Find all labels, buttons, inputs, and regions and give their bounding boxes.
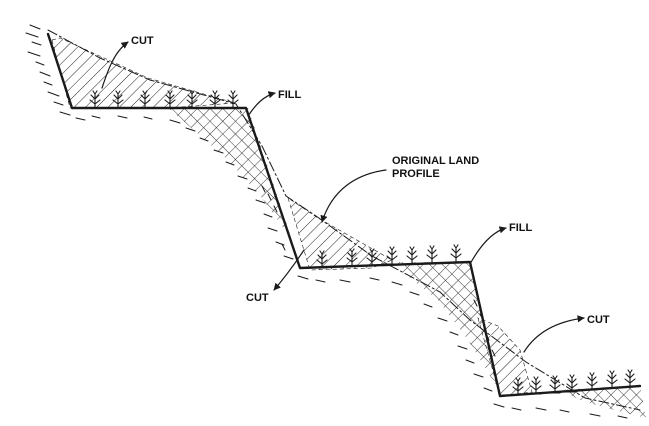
plant-icon bbox=[89, 90, 101, 109]
fill-region-middle bbox=[392, 262, 500, 392]
plant-icon bbox=[586, 372, 598, 391]
plant-icon bbox=[112, 90, 124, 109]
label-cut-middle: CUT bbox=[246, 292, 269, 304]
label-cut-bottom: CUT bbox=[587, 314, 610, 326]
plant-icon bbox=[450, 244, 462, 263]
plant-icon bbox=[530, 376, 542, 395]
plant-row bbox=[89, 90, 636, 396]
plant-icon bbox=[386, 246, 398, 265]
arrow-icon bbox=[101, 41, 129, 89]
plant-icon bbox=[227, 90, 239, 109]
arrow-icon bbox=[247, 91, 276, 117]
original-land-profile-line bbox=[47, 29, 641, 411]
plant-icon bbox=[164, 90, 176, 109]
plant-icon bbox=[624, 369, 636, 388]
label-original-land-profile-line2: PROFILE bbox=[392, 168, 440, 180]
arrow-icon bbox=[273, 249, 305, 291]
label-original-land-profile-line1: ORIGINAL LAND bbox=[392, 155, 479, 167]
arrow-icon bbox=[320, 169, 387, 223]
plant-icon bbox=[566, 374, 578, 393]
label-fill-middle: FILL bbox=[509, 222, 532, 234]
arrow-icon bbox=[523, 315, 585, 353]
terrace-profile-line bbox=[46, 32, 642, 398]
ground-hatch-icon bbox=[25, 24, 628, 419]
plant-icon bbox=[512, 377, 524, 396]
cut-region-bottom bbox=[477, 317, 533, 397]
plant-icon bbox=[606, 370, 618, 389]
plant-icon bbox=[139, 90, 151, 109]
plant-icon bbox=[186, 90, 198, 109]
plant-icon bbox=[346, 248, 358, 267]
plant-icon bbox=[209, 90, 221, 109]
cut-region-top bbox=[51, 37, 236, 109]
label-cut-top: CUT bbox=[131, 35, 154, 47]
arrow-icon bbox=[469, 226, 507, 265]
plant-icon bbox=[426, 245, 438, 264]
plant-icon bbox=[549, 375, 561, 394]
plant-icon bbox=[406, 246, 418, 265]
cut-region-middle bbox=[287, 197, 393, 271]
plant-icon bbox=[316, 250, 328, 269]
label-fill-top: FILL bbox=[278, 89, 301, 101]
plant-icon bbox=[366, 248, 378, 267]
